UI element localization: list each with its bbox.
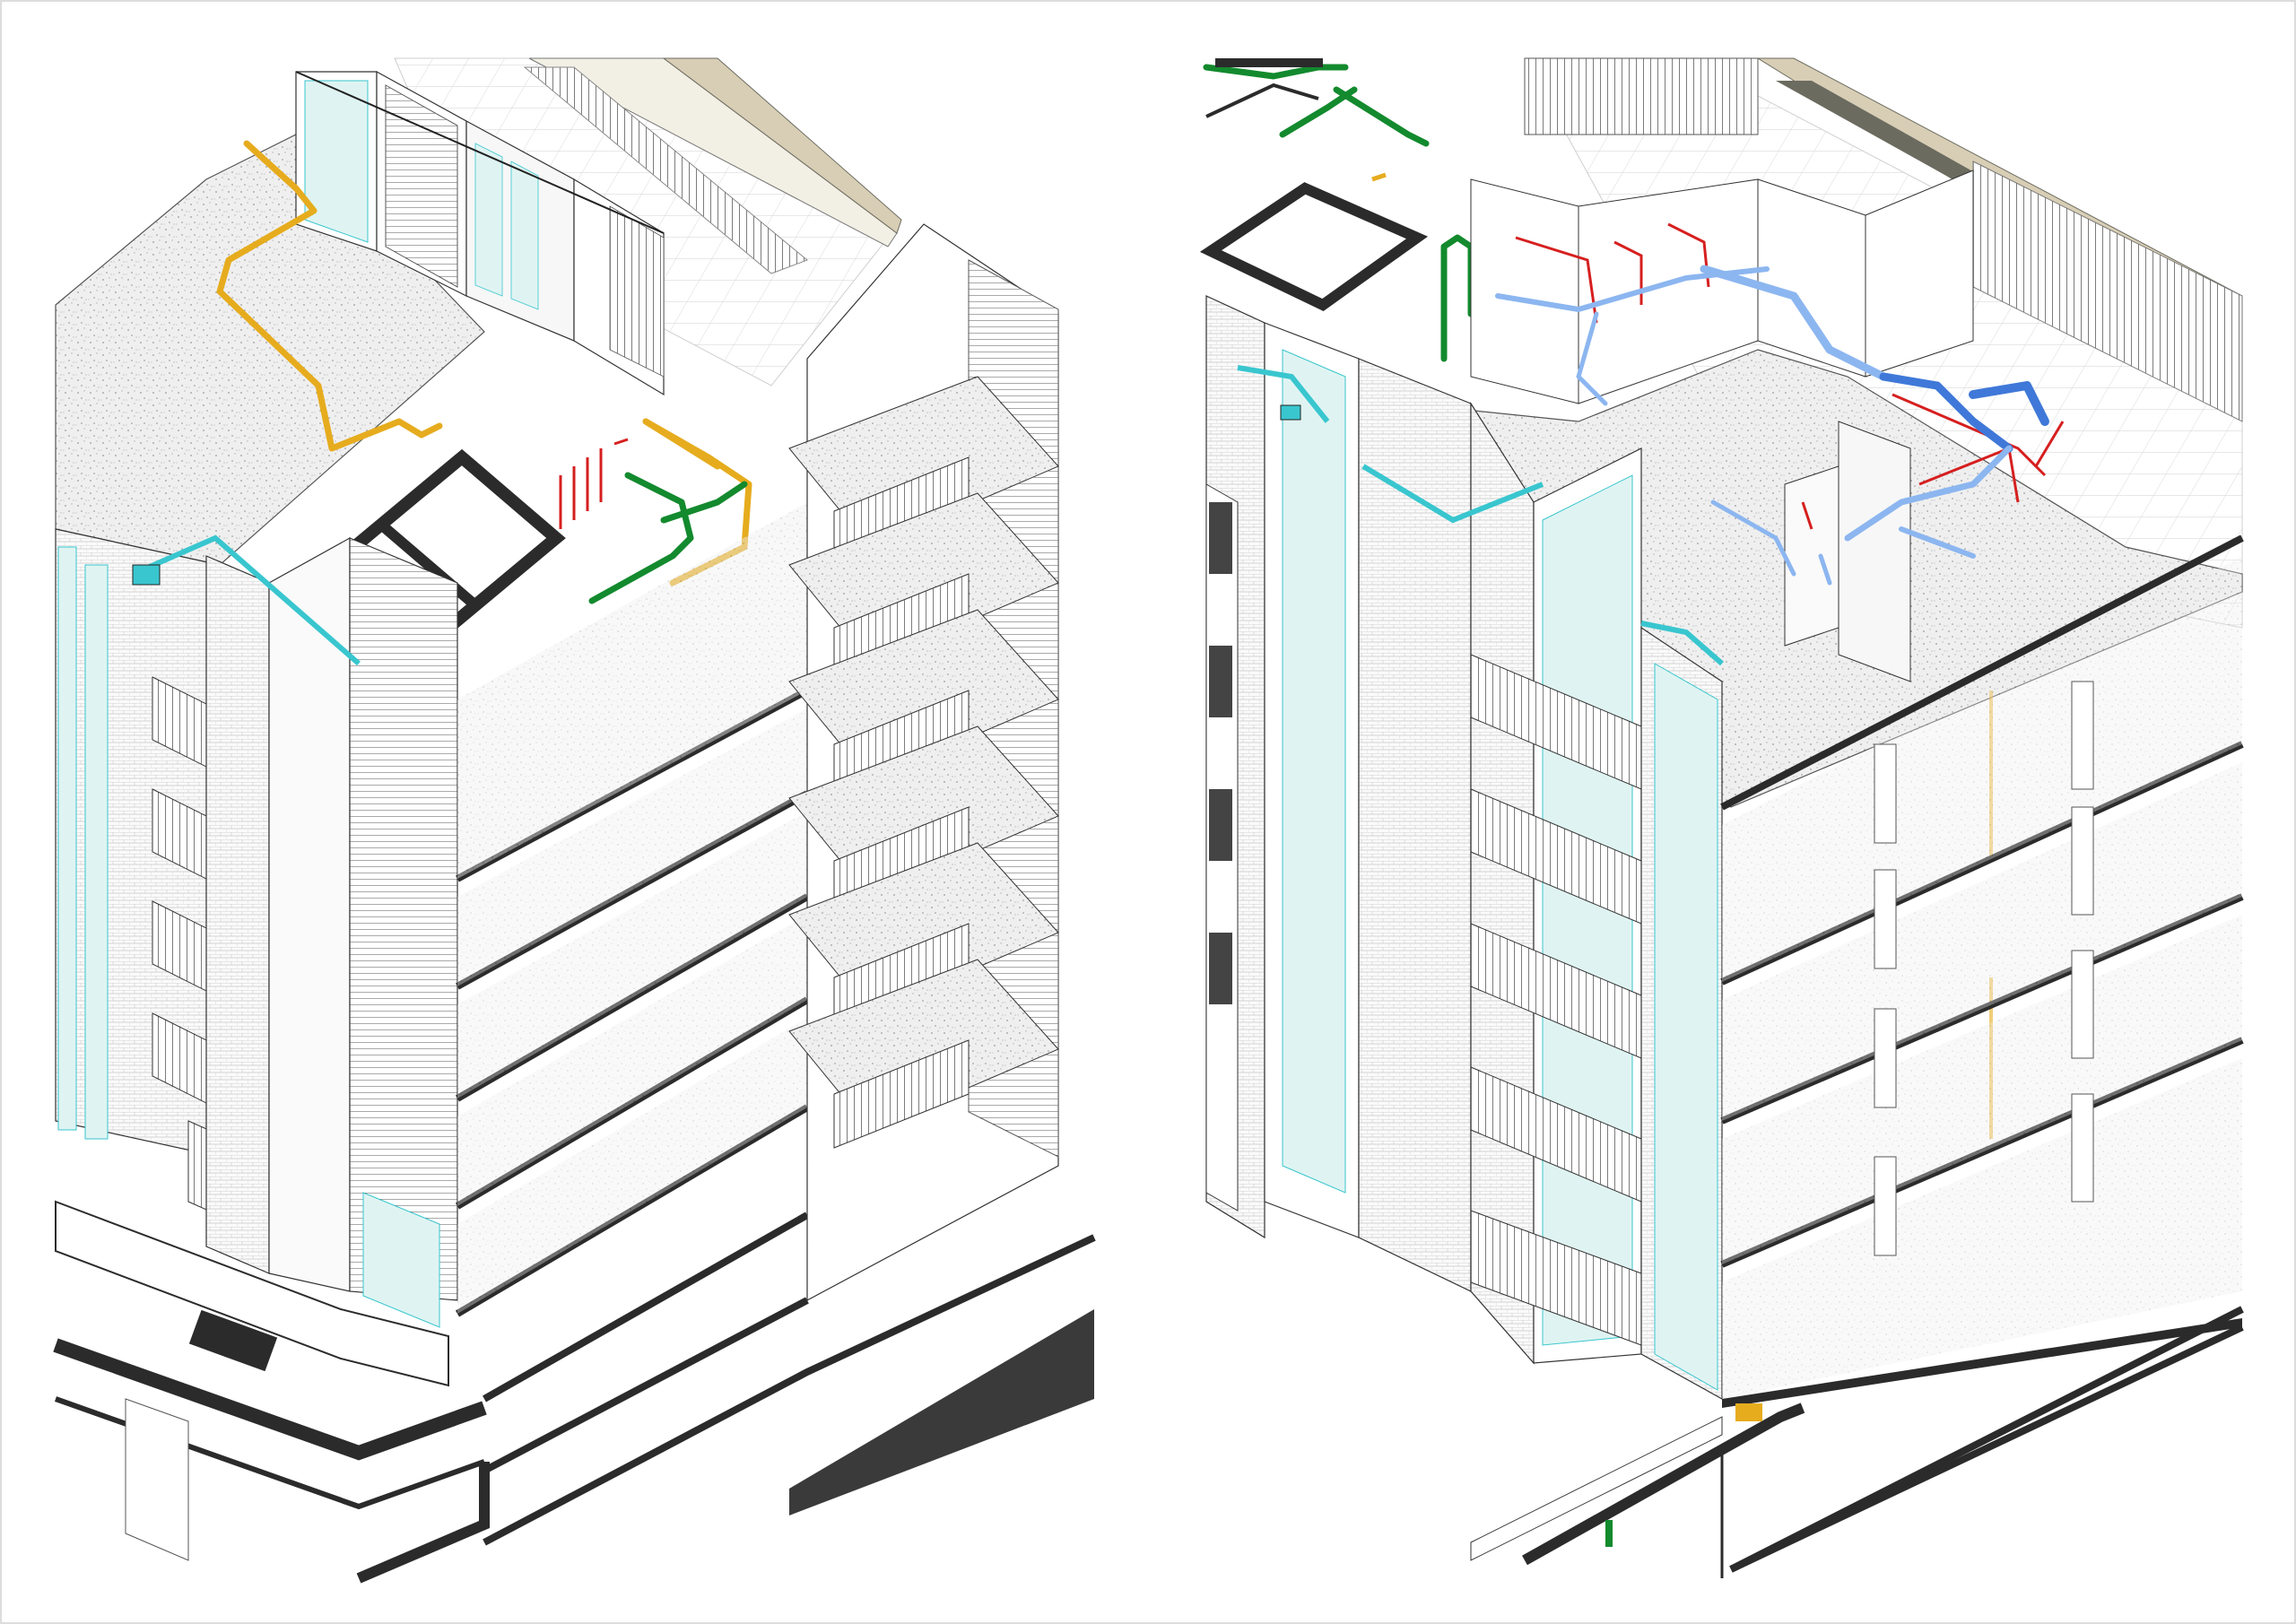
roof-parapet-right [1524, 57, 2243, 422]
right-axonometric-cutaway [1199, 57, 2244, 1578]
corridor-doors [1874, 681, 2094, 1256]
green-service-pipe [588, 472, 748, 604]
stair-core [788, 223, 1059, 1302]
ground-floor-glazing [125, 1192, 440, 1561]
glazing-column [57, 546, 109, 1140]
right-panel-facade [1205, 295, 1724, 1401]
blue-ductwork [1495, 265, 2049, 586]
podium-slab-right [1470, 1318, 2244, 1578]
shaft-opening [1199, 58, 1429, 311]
left-axonometric-cutaway [53, 57, 1096, 1584]
interior-partitions [1470, 169, 1974, 682]
floor-plates-right [1722, 556, 2242, 1399]
floor-plates-left [457, 502, 807, 1314]
balcony-stack-right [1470, 654, 1642, 1346]
rooftop-enclosure [295, 70, 665, 396]
roof-parapet [523, 57, 902, 274]
podium-slab-left [53, 1200, 1096, 1584]
red-service-pipe [559, 438, 629, 529]
left-facade [55, 528, 458, 1301]
stair-flights [788, 376, 1059, 1149]
